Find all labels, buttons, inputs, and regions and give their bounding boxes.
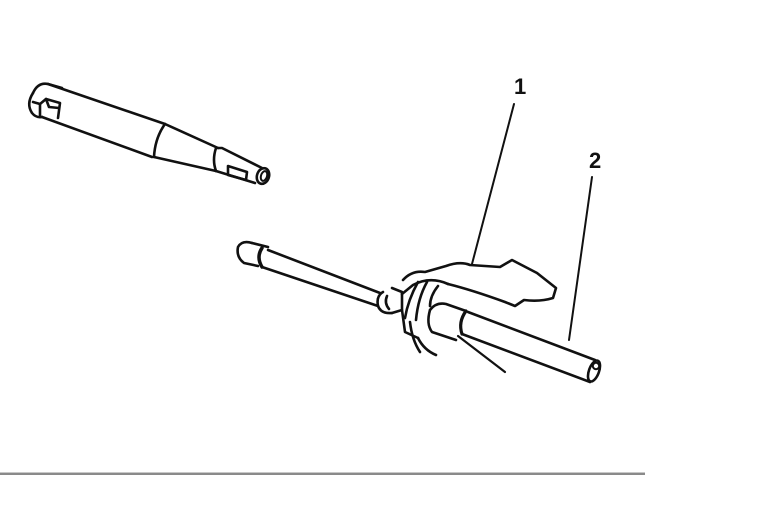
leader-line-1 [471, 103, 515, 265]
leader-line-2 [568, 176, 593, 341]
installer-tool-drawing [27, 82, 271, 186]
threaded-rod-drawing [236, 240, 404, 315]
horizontal-divider [0, 472, 645, 475]
callout-1-label: 1 [514, 74, 527, 99]
lever-fork-drawing [400, 258, 558, 357]
shaft-drawing [427, 302, 602, 384]
callout-2-label: 2 [589, 148, 602, 173]
